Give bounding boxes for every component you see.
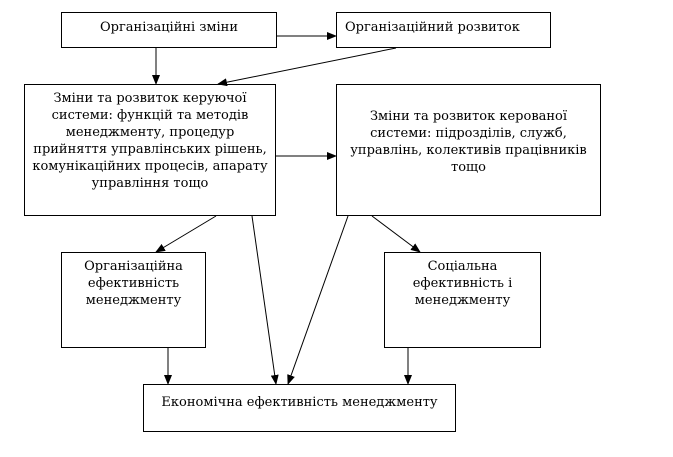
arrow-managing-system-to-org-efficiency: [155, 215, 217, 253]
box-managing-system-label: Зміни та розвиток керуючої системи: функ…: [32, 91, 268, 191]
box-org-changes-label: Організаційні зміни: [99, 20, 239, 35]
box-social-efficiency: Соціальна ефективність і менеджменту: [384, 252, 541, 348]
box-managed-system: Зміни та розвиток керованої системи: під…: [336, 84, 601, 216]
box-org-efficiency-label: Організаційна ефективність менеджменту: [84, 259, 183, 308]
box-economic-efficiency: Економічна ефективність менеджменту: [143, 384, 456, 432]
box-org-changes: Організаційні зміни: [61, 12, 277, 48]
arrow-org-development-to-managing-system: [217, 47, 397, 87]
box-social-efficiency-label: Соціальна ефективність і менеджменту: [412, 259, 513, 308]
box-org-development: Організаційний розвиток: [336, 12, 551, 48]
box-org-development-label: Організаційний розвиток: [345, 20, 520, 35]
box-economic-efficiency-label: Економічна ефективність менеджменту: [161, 395, 438, 410]
box-managed-system-label: Зміни та розвиток керованої системи: під…: [350, 109, 587, 175]
arrow-managing-system-to-economic-efficiency: [251, 215, 279, 385]
arrow-managed-system-to-social-efficiency: [371, 215, 421, 253]
box-org-efficiency: Організаційна ефективність менеджменту: [61, 252, 206, 348]
box-managing-system: Зміни та розвиток керуючої системи: функ…: [24, 84, 276, 216]
arrow-managed-system-to-economic-efficiency: [287, 215, 349, 385]
